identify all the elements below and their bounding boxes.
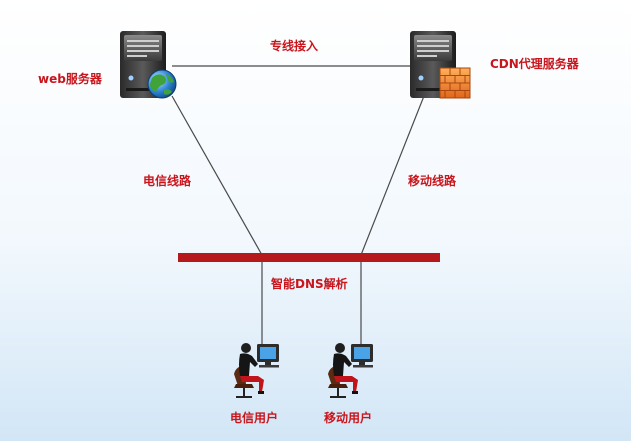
web-server-label: web服务器 <box>38 72 102 86</box>
server-firewall-icon <box>410 31 471 99</box>
telecom-line <box>171 95 263 256</box>
mobile-line <box>360 95 425 256</box>
mobile-user-icon <box>328 343 373 398</box>
telecom-line-label: 电信线路 <box>143 174 192 188</box>
dns-bar-label: 智能DNS解析 <box>271 277 348 291</box>
telecom-user-icon <box>234 343 279 398</box>
mobile-line-label: 移动线路 <box>408 174 457 188</box>
dedicated-line-label: 专线接入 <box>270 39 319 53</box>
telecom-user-label: 电信用户 <box>230 411 279 425</box>
dns-bar <box>178 253 440 262</box>
cdn-server-label: CDN代理服务器 <box>490 57 579 71</box>
server-globe-icon <box>120 31 177 99</box>
mobile-user-label: 移动用户 <box>324 411 373 425</box>
